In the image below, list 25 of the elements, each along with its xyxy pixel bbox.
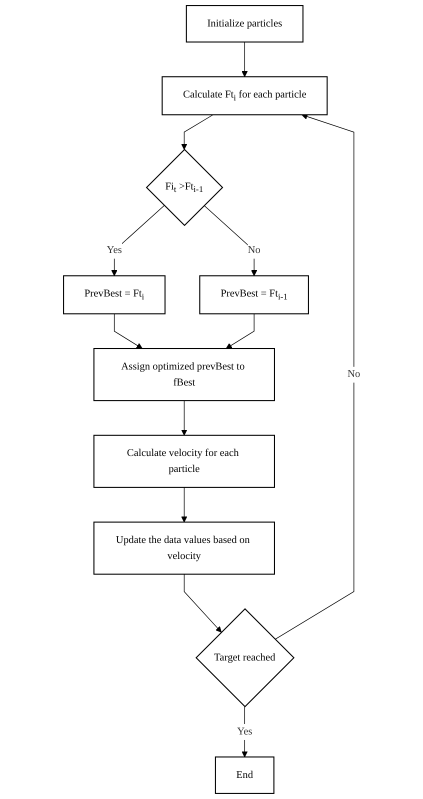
- arrow: [180, 487, 187, 522]
- node-box: Initialize particles: [185, 5, 304, 43]
- edge-label: No: [347, 368, 360, 380]
- arrow: [183, 574, 222, 633]
- node-box: PrevBest = Ft$_{i}$: [62, 275, 166, 314]
- edge-label: Yes: [236, 726, 252, 738]
- edge-label: Yes: [106, 244, 122, 256]
- arrow: [180, 400, 187, 436]
- node-box: PrevBest = Ft$_{i-1}$: [198, 275, 309, 314]
- node-box: Calculate Ft$_{i}$ for each particle: [161, 76, 328, 116]
- edge-label: No: [247, 244, 260, 256]
- node-box: Assign optimized prevBest to fBest: [92, 348, 275, 402]
- arrow: [114, 313, 142, 349]
- arrow: [180, 114, 213, 150]
- arrow: [225, 313, 254, 349]
- arrow: [203, 205, 257, 276]
- arrow: [274, 114, 354, 640]
- node-box: End: [214, 756, 274, 794]
- arrow: [241, 42, 248, 77]
- arrow: [241, 706, 248, 758]
- node-diamond: Fi$_{t}$ >Ft$_{i-1}$: [145, 148, 223, 226]
- arrow: [110, 205, 164, 276]
- node-box: Update the data values based on velocity: [92, 522, 275, 575]
- node-diamond: Target reached: [195, 608, 294, 708]
- node-box: Calculate velocity for each particle: [92, 434, 275, 488]
